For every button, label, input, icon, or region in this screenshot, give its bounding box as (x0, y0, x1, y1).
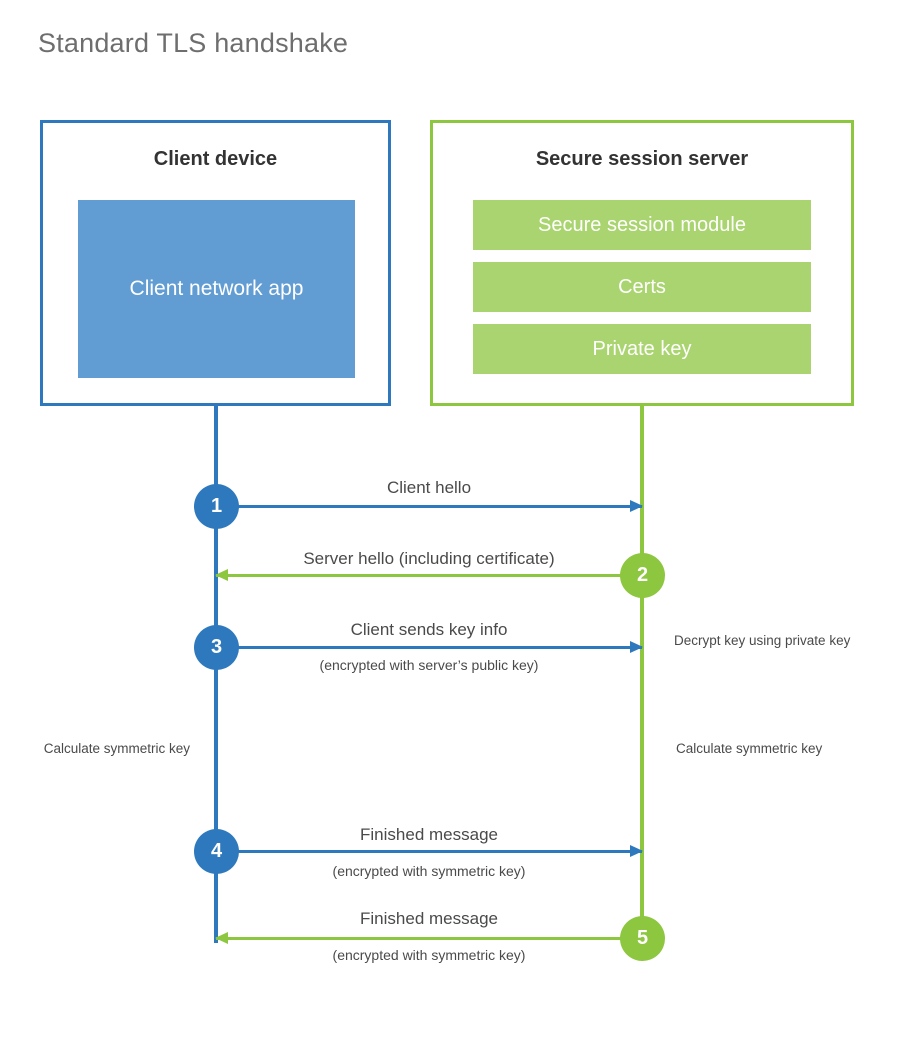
step-5-arrow-shaft (216, 937, 642, 940)
step-2-arrow (215, 569, 642, 581)
step-3-circle[interactable]: 3 (194, 625, 239, 670)
step-4-arrow-shaft (216, 850, 642, 853)
step-5-arrow (215, 932, 642, 944)
server-component-secure-session-module: Secure session module (473, 200, 811, 250)
step-4-sublabel: (encrypted with symmetric key) (332, 863, 526, 879)
secure-session-server-box: Secure session server Secure session mod… (430, 120, 854, 406)
step-3-arrow-head-icon (630, 641, 643, 653)
server-component-certs: Certs (473, 262, 811, 312)
step-3-arrow-shaft (216, 646, 642, 649)
client-lifeline (214, 406, 218, 943)
step-2-arrow-head-icon (215, 569, 228, 581)
step-1-arrow-shaft (216, 505, 642, 508)
step-5-circle[interactable]: 5 (620, 916, 665, 961)
step-3-label: Client sends key info (350, 620, 508, 639)
step-5-label: Finished message (360, 909, 498, 928)
step-2-circle[interactable]: 2 (620, 553, 665, 598)
page-title: Standard TLS handshake (38, 28, 349, 58)
secure-session-server-title: Secure session server (535, 148, 749, 170)
step-4-label: Finished message (360, 825, 498, 844)
server-component-private-key: Private key (473, 324, 811, 374)
client-network-app-block: Client network app (78, 200, 355, 378)
step-4-arrow-head-icon (630, 845, 643, 857)
step-2-arrow-shaft (216, 574, 642, 577)
step-5-sublabel: (encrypted with symmetric key) (332, 947, 526, 963)
step-3-sublabel: (encrypted with server’s public key) (319, 657, 539, 673)
client-device-box: Client device Client network app (40, 120, 391, 406)
server-component-list: Secure session module Certs Private key (473, 200, 811, 374)
client-network-app-label: Client network app (129, 276, 304, 300)
step-1-circle[interactable]: 1 (194, 484, 239, 529)
step-1-arrow-head-icon (630, 500, 643, 512)
step-5-arrow-head-icon (215, 932, 228, 944)
server-lifeline (640, 406, 644, 939)
note-client-calculate-symmetric-key: Calculate symmetric key (43, 741, 190, 756)
step-3-arrow (216, 641, 643, 653)
client-device-title: Client device (153, 148, 278, 170)
note-server-calculate-symmetric-key: Calculate symmetric key (676, 741, 823, 756)
step-2-label: Server hello (including certificate) (303, 549, 555, 568)
step-4-circle[interactable]: 4 (194, 829, 239, 874)
note-decrypt-key: Decrypt key using private key (674, 633, 851, 648)
step-4-arrow (216, 845, 643, 857)
step-1-label: Client hello (386, 478, 472, 497)
step-1-arrow (216, 500, 643, 512)
